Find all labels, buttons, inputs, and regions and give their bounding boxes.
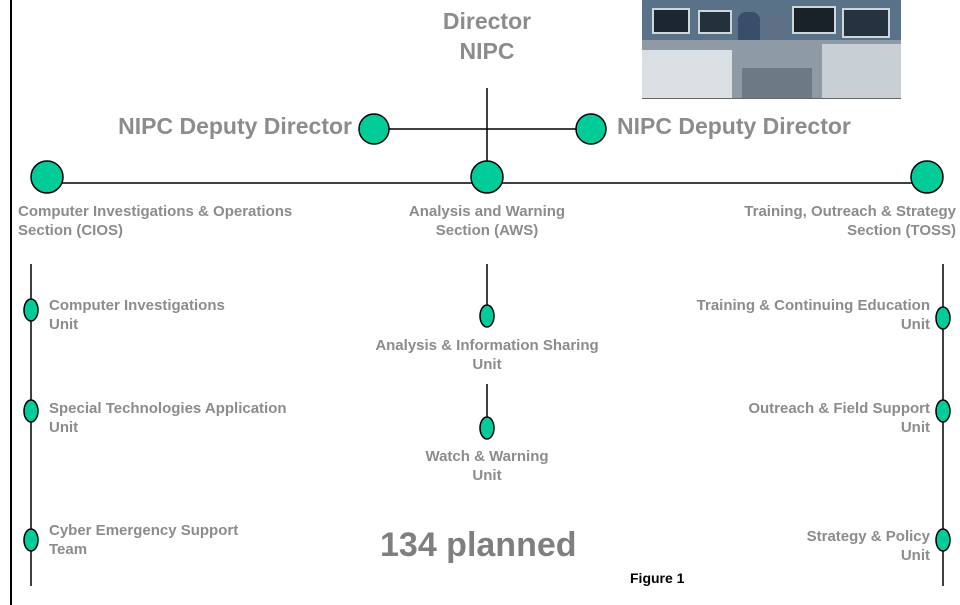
cios-unit-node xyxy=(23,298,39,322)
section-cios-line1: Computer Investigations & Operations xyxy=(18,203,293,220)
unit-label-line2: Unit xyxy=(900,419,930,436)
unit-analysis-information-sharing: Analysis & Information Sharing Unit xyxy=(342,336,632,374)
section-toss-line1: Training, Outreach & Strategy xyxy=(744,203,956,220)
unit-computer-investigations: Computer Investigations Unit xyxy=(49,296,225,334)
unit-label-line1: Strategy & Policy xyxy=(806,528,930,545)
unit-label-line2: Unit xyxy=(49,419,79,436)
director-title: Director xyxy=(442,8,532,34)
unit-training-continuing-education: Training & Continuing Education Unit xyxy=(697,296,930,334)
deputy-right-label: NIPC Deputy Director xyxy=(617,113,851,139)
unit-label-line1: Training & Continuing Education xyxy=(696,297,930,314)
aws-node xyxy=(470,160,504,194)
unit-label-line1: Watch & Warning xyxy=(425,448,549,465)
cios-unit-node xyxy=(23,528,39,552)
toss-unit-node xyxy=(935,528,951,552)
unit-label-line1: Special Technologies Application xyxy=(49,400,287,417)
unit-label-line2: Unit xyxy=(900,316,930,333)
unit-outreach-field-support: Outreach & Field Support Unit xyxy=(748,399,930,437)
unit-label-line2: Unit xyxy=(900,547,930,564)
section-toss-line2: Section (TOSS) xyxy=(847,222,956,239)
unit-label-line2: Unit xyxy=(472,356,502,373)
aws-unit-node xyxy=(479,416,495,440)
unit-special-technologies: Special Technologies Application Unit xyxy=(49,399,287,437)
unit-label-line1: Analysis & Information Sharing xyxy=(375,337,599,354)
unit-label-line2: Team xyxy=(49,541,88,558)
toss-unit-node xyxy=(935,399,951,423)
planned-count: 134 planned xyxy=(380,526,577,564)
section-toss-label: Training, Outreach & Strategy Section (T… xyxy=(744,202,956,240)
aws-unit-node xyxy=(479,304,495,328)
unit-cyber-emergency-support: Cyber Emergency Support Team xyxy=(49,521,238,559)
control-room-photo xyxy=(642,0,901,99)
unit-label-line2: Unit xyxy=(472,467,502,484)
deputy-right-node xyxy=(575,113,607,145)
unit-strategy-policy: Strategy & Policy Unit xyxy=(807,527,930,565)
unit-watch-warning: Watch & Warning Unit xyxy=(342,447,632,485)
section-cios-line2: Section (CIOS) xyxy=(18,222,124,239)
toss-unit-node xyxy=(935,306,951,330)
unit-label-line1: Cyber Emergency Support xyxy=(49,522,239,539)
figure-caption: Figure 1 xyxy=(630,570,685,586)
section-cios-label: Computer Investigations & Operations Sec… xyxy=(18,202,292,240)
unit-label-line1: Computer Investigations xyxy=(49,297,225,314)
cios-unit-node xyxy=(23,399,39,423)
section-aws-label: Analysis and Warning Section (AWS) xyxy=(387,202,587,240)
section-aws-line1: Analysis and Warning xyxy=(408,203,566,220)
unit-label-line1: Outreach & Field Support xyxy=(748,400,930,417)
deputy-left-label: NIPC Deputy Director xyxy=(118,113,352,139)
toss-node xyxy=(910,160,944,194)
director-org: NIPC xyxy=(459,38,515,64)
section-aws-line2: Section (AWS) xyxy=(435,222,539,239)
deputy-left-node xyxy=(358,113,390,145)
cios-node xyxy=(30,160,64,194)
unit-label-line2: Unit xyxy=(49,316,79,333)
